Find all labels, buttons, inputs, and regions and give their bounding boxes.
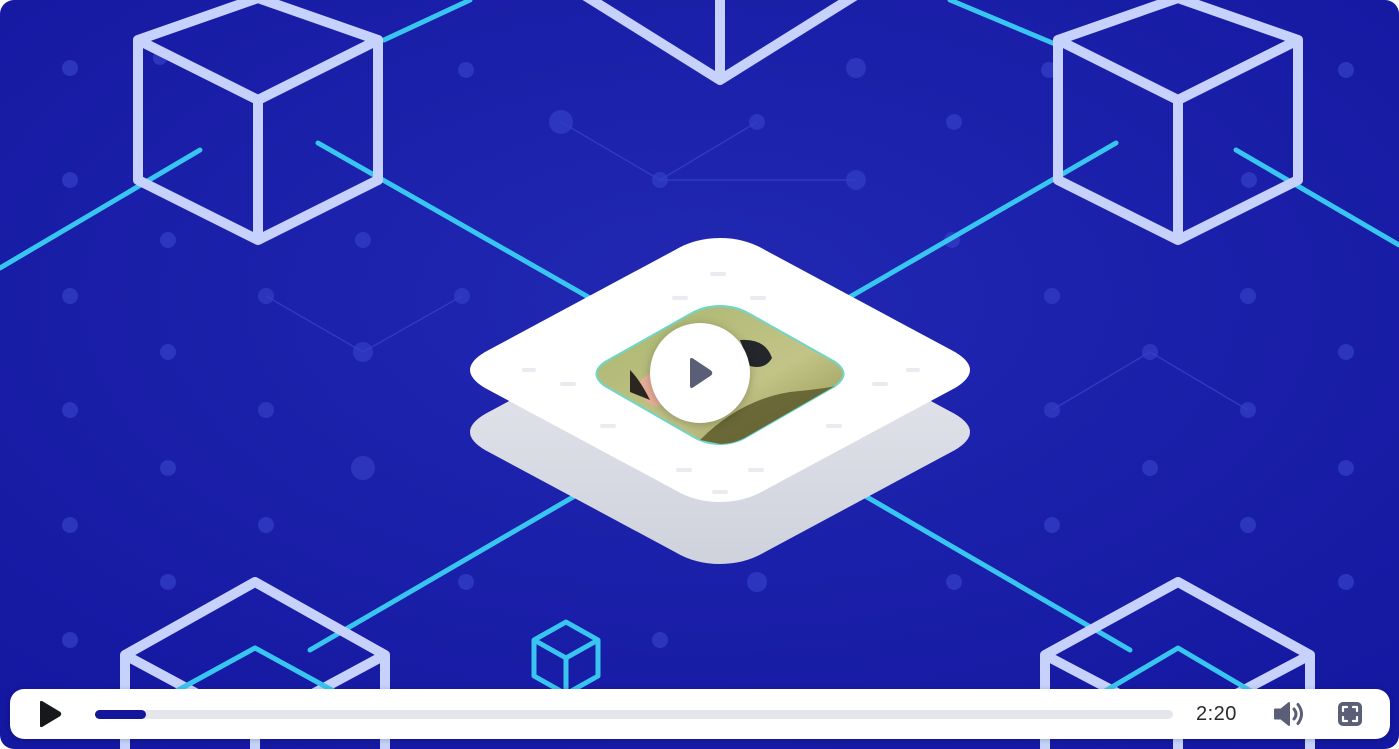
time-display: 2:20	[1196, 703, 1237, 725]
fullscreen-icon	[1338, 702, 1362, 726]
fullscreen-button[interactable]	[1335, 699, 1365, 729]
volume-button[interactable]	[1271, 699, 1309, 729]
progress-bar[interactable]	[95, 710, 1173, 719]
big-play-button[interactable]	[650, 323, 750, 423]
control-bar: 2:20	[10, 689, 1390, 739]
play-icon	[40, 700, 62, 728]
play-button[interactable]	[35, 699, 65, 729]
cube-top-center	[582, 0, 858, 85]
play-icon	[690, 358, 713, 388]
cube-inner-lines	[158, 645, 1268, 703]
cube-top-left	[133, 0, 383, 245]
cube-top-right	[1053, 0, 1303, 245]
progress-fill	[95, 710, 146, 719]
thin-network-lines	[265, 121, 1249, 411]
volume-icon	[1274, 702, 1303, 726]
connection-lines	[0, 0, 1399, 653]
